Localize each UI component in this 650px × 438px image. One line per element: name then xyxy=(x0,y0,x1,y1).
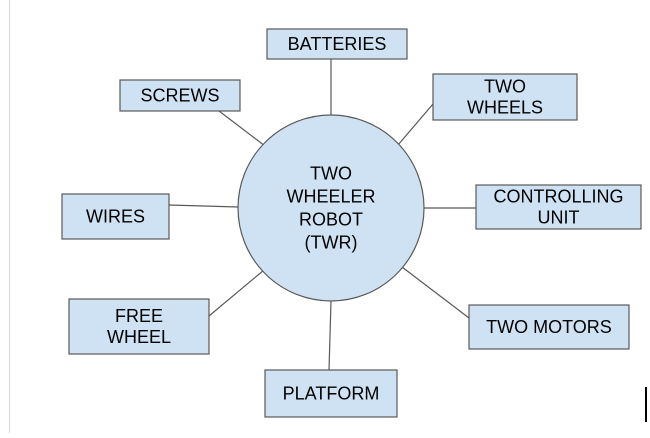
node-label-free-wheel-line-1: FREE xyxy=(115,306,163,326)
center-label-line-3: ROBOT xyxy=(299,210,363,230)
node-label-two-wheels-line-2: WHEELS xyxy=(467,98,543,118)
node-box-controlling-unit xyxy=(475,184,642,230)
center-label-line-1: TWO xyxy=(310,164,352,184)
node-box-batteries xyxy=(266,28,408,60)
center-circle xyxy=(237,114,425,302)
connectors xyxy=(168,59,476,371)
node-label-wires-line-1: WIRES xyxy=(86,207,145,227)
node-box-platform xyxy=(264,369,398,418)
node-box-two-motors xyxy=(468,304,630,350)
center-node: TWO WHEELER ROBOT (TWR) xyxy=(237,114,425,302)
connector-two-wheels xyxy=(397,103,434,146)
node-box-wires xyxy=(61,193,170,240)
node-label-screws-line-1: SCREWS xyxy=(140,86,219,106)
node-platform: PLATFORM xyxy=(264,369,398,418)
connector-screws xyxy=(218,110,266,147)
center-label-line-4: (TWR) xyxy=(305,233,358,253)
text-cursor xyxy=(645,387,647,422)
node-wires: WIRES xyxy=(61,193,170,240)
connector-wires xyxy=(168,204,239,208)
node-label-controlling-unit-line-1: CONTROLLING xyxy=(493,187,623,207)
node-label-batteries-line-1: BATTERIES xyxy=(288,34,387,54)
node-box-screws xyxy=(119,79,241,112)
node-box-two-wheels xyxy=(432,73,578,121)
node-label-platform-line-1: PLATFORM xyxy=(283,384,380,404)
node-label-controlling-unit-line-2: UNIT xyxy=(538,208,580,228)
node-label-free-wheel-line-2: WHEEL xyxy=(107,327,171,347)
connector-free-wheel xyxy=(208,269,265,317)
node-two-motors: TWO MOTORS xyxy=(468,304,630,350)
node-screws: SCREWS xyxy=(119,79,241,112)
center-label-line-2: WHEELER xyxy=(286,187,375,207)
node-label-two-wheels-line-1: TWO xyxy=(484,77,526,97)
node-batteries: BATTERIES xyxy=(266,28,408,60)
node-box-free-wheel xyxy=(68,298,210,355)
connector-platform xyxy=(328,300,332,371)
connector-two-motors xyxy=(401,266,470,319)
node-label-two-motors-line-1: TWO MOTORS xyxy=(486,317,612,337)
page-edge-divider xyxy=(9,0,10,433)
